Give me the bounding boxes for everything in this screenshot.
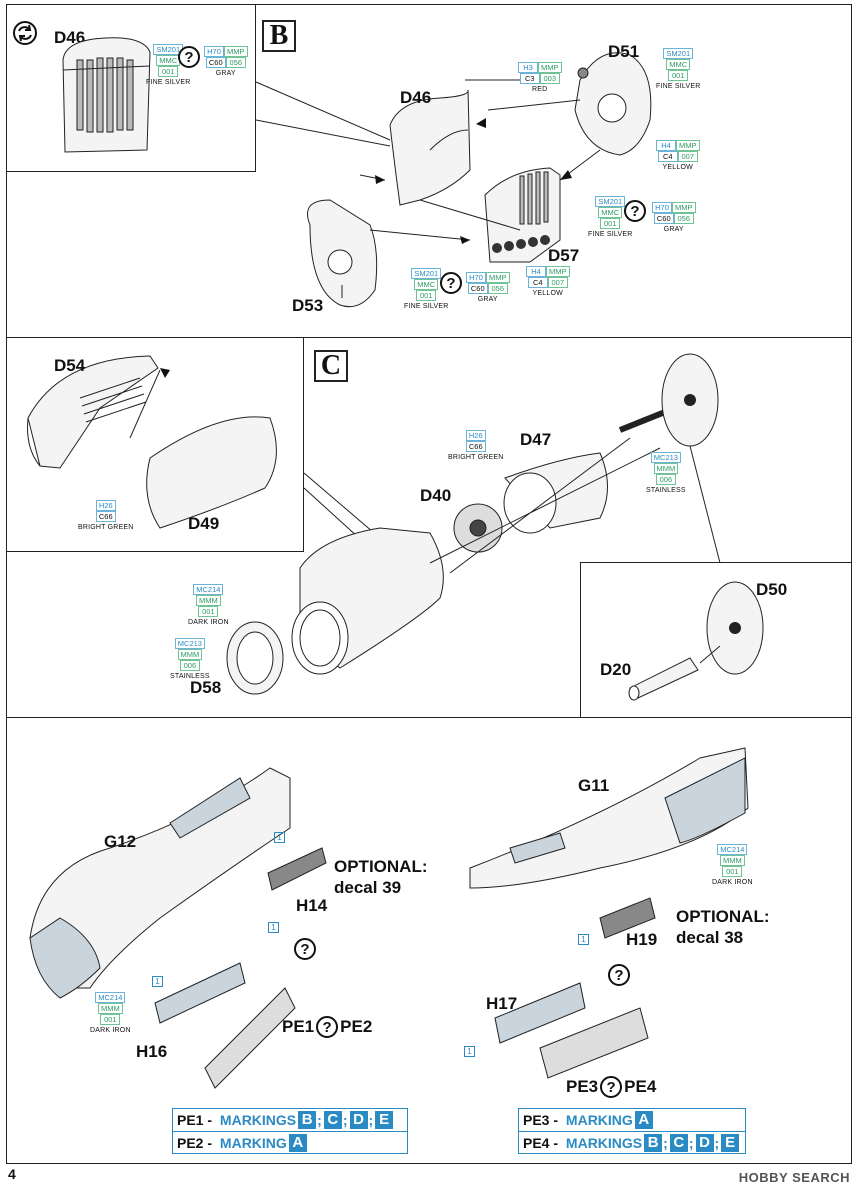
decal-tag: 1 xyxy=(274,832,285,843)
decal-tag: 1 xyxy=(578,934,589,945)
marking-badge: A xyxy=(288,1134,307,1152)
marking-badge: B xyxy=(298,1111,317,1129)
marking-badge: D xyxy=(695,1134,714,1152)
section-b-letter: B xyxy=(262,20,296,52)
legend-row-pe2: PE2 - MARKING A xyxy=(173,1131,407,1154)
watermark: HOBBY SEARCH xyxy=(738,1170,850,1185)
section-d-assembly-drawing xyxy=(29,747,749,1089)
part-label-h14: H14 xyxy=(296,896,328,915)
part-label-d57: D57 xyxy=(548,246,580,265)
part-label-h17: H17 xyxy=(486,994,518,1013)
part-label-d49: D49 xyxy=(188,514,220,533)
section-b-inset-frame xyxy=(6,4,256,172)
question-mark-icon: ? xyxy=(294,938,316,960)
question-mark-icon: ? xyxy=(624,200,646,222)
marking-badge: B xyxy=(644,1134,663,1152)
marking-badge: A xyxy=(634,1111,653,1129)
paint-code-bright-green-inset: H26 C66 BRIGHT GREEN xyxy=(78,500,134,531)
paint-code-dark-iron-left: MC214 MMM 001 DARK IRON xyxy=(90,992,131,1034)
section-c-letter: C xyxy=(314,350,348,382)
part-label-d58: D58 xyxy=(190,678,222,697)
section-b-assembly-drawing xyxy=(255,52,652,308)
part-label-d50: D50 xyxy=(756,580,788,599)
pe-label-left: PE1 ? PE2 xyxy=(282,1016,373,1038)
optional-decal-38-note: OPTIONAL: decal 38 xyxy=(676,907,770,947)
part-label-g12: G12 xyxy=(104,832,137,851)
pe-label-right: PE3 ? PE4 xyxy=(566,1076,657,1098)
rotate-icon xyxy=(13,21,37,45)
optional-decal-39-note: OPTIONAL: decal 39 xyxy=(334,857,428,897)
part-label-d47: D47 xyxy=(520,430,552,449)
legend-row-pe4: PE4 - MARKINGS B; C; D; E xyxy=(519,1131,745,1154)
legend-row-pe3: PE3 - MARKING A xyxy=(519,1109,745,1131)
section-b-frame xyxy=(6,4,852,338)
paint-code-dark-iron-right: MC214 MMM 001 DARK IRON xyxy=(712,844,753,886)
question-mark-icon: ? xyxy=(316,1016,339,1038)
question-mark-icon: ? xyxy=(178,46,200,68)
marking-badge: D xyxy=(349,1111,368,1129)
part-label-h19: H19 xyxy=(626,930,658,949)
section-c-assembly-drawing xyxy=(27,353,764,701)
part-label-d46-inset: D46 xyxy=(54,28,86,47)
paint-code-dark-iron: MC214 MMM 001 DARK IRON xyxy=(188,584,229,626)
paint-code-fine-silver-top: SM201 MMC 001 FINE SILVER xyxy=(656,48,701,90)
marking-legend-left: PE1 - MARKINGS B; C; D; E PE2 - MARKING … xyxy=(172,1108,408,1154)
marking-badge: E xyxy=(375,1111,394,1129)
decal-tag: 1 xyxy=(464,1046,475,1057)
marking-badge: C xyxy=(323,1111,342,1129)
legend-row-pe1: PE1 - MARKINGS B; C; D; E xyxy=(173,1109,407,1131)
section-c-inset-frame xyxy=(6,338,304,552)
paint-code-fine-silver-bottom: SM201 MMC 001 FINE SILVER xyxy=(404,268,449,310)
part-label-d40: D40 xyxy=(420,486,452,505)
page-number: 4 xyxy=(8,1166,16,1182)
section-c-detail-frame xyxy=(580,562,852,718)
paint-code-bright-green: H26 C66 BRIGHT GREEN xyxy=(448,430,504,461)
part-label-h16: H16 xyxy=(136,1042,168,1061)
paint-code-stainless-right: MC213 MMM 006 STAINLESS xyxy=(646,452,686,494)
question-mark-icon: ? xyxy=(600,1076,623,1098)
burner-fan xyxy=(453,503,503,553)
decal-tag: 1 xyxy=(152,976,163,987)
page-border xyxy=(6,4,852,1164)
part-label-d46: D46 xyxy=(400,88,432,107)
part-label-g11: G11 xyxy=(578,776,610,795)
marking-badge: C xyxy=(669,1134,688,1152)
paint-code-fine-silver-mid: SM201 MMC 001 FINE SILVER xyxy=(588,196,633,238)
section-c-frame xyxy=(6,338,852,718)
decal-tag: 1 xyxy=(268,922,279,933)
question-mark-icon: ? xyxy=(608,964,630,986)
part-label-d20: D20 xyxy=(600,660,632,679)
marking-legend-right: PE3 - MARKING A PE4 - MARKINGS B; C; D; … xyxy=(518,1108,746,1154)
part-label-d54: D54 xyxy=(54,356,86,375)
question-mark-icon: ? xyxy=(440,272,462,294)
marking-badge: E xyxy=(721,1134,740,1152)
part-d46-inset-drawing xyxy=(62,37,151,153)
part-label-d53: D53 xyxy=(292,296,324,315)
paint-code-stainless-left: MC213 MMM 006 STAINLESS xyxy=(170,638,210,680)
part-label-d51: D51 xyxy=(608,42,640,61)
